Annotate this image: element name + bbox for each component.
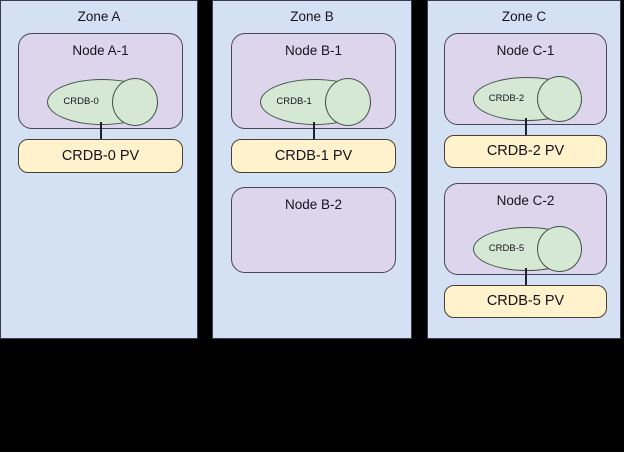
- crdb-5-pv-label: CRDB-5 PV: [486, 293, 565, 309]
- connector-node-a-1-to-crdb-0-pv: [100, 122, 102, 140]
- crdb-5-pv: CRDB-5 PV: [444, 285, 607, 318]
- crdb-0-pv: CRDB-0 PV: [18, 139, 183, 173]
- crdb-2-cylinder-label: CRDB-2: [488, 93, 525, 104]
- node-a-1-label: Node A-1: [72, 43, 129, 58]
- connector-node-b-1-to-crdb-1-pv: [313, 122, 315, 140]
- node-c-2-label: Node C-2: [496, 193, 555, 208]
- node-a-1: Node A-1 CRDB-0: [18, 33, 183, 129]
- node-b-2: Node B-2: [231, 187, 396, 273]
- crdb-1-cylinder: CRDB-1: [260, 78, 371, 126]
- crdb-5-cylinder: CRDB-5: [473, 226, 582, 272]
- crdb-2-pv-label: CRDB-2 PV: [486, 143, 565, 159]
- crdb-5-cylinder-label: CRDB-5: [488, 243, 525, 254]
- cylinder-cap: [536, 226, 582, 272]
- crdb-2-cylinder: CRDB-2: [473, 76, 582, 122]
- crdb-1-pv: CRDB-1 PV: [231, 139, 396, 173]
- zone-c-container: Zone C Node C-1 CRDB-2 CRDB-2 PV Node C-…: [427, 0, 621, 339]
- zone-a-label: Zone A: [77, 9, 121, 24]
- zone-c-label: Zone C: [501, 9, 547, 24]
- crdb-0-cylinder-label: CRDB-0: [63, 96, 99, 107]
- connector-node-c-1-to-crdb-2-pv: [525, 118, 527, 135]
- crdb-1-cylinder-label: CRDB-1: [276, 96, 312, 107]
- crdb-1-pv-label: CRDB-1 PV: [274, 147, 353, 164]
- zone-a-container: Zone A Node A-1 CRDB-0 CRDB-0 PV: [0, 0, 198, 339]
- node-b-1: Node B-1 CRDB-1: [231, 33, 396, 129]
- cylinder-cap: [324, 78, 371, 126]
- connector-node-c-2-to-crdb-5-pv: [525, 268, 527, 285]
- node-c-1: Node C-1 CRDB-2: [444, 33, 607, 125]
- crdb-0-pv-label: CRDB-0 PV: [61, 147, 140, 164]
- node-c-2: Node C-2 CRDB-5: [444, 183, 607, 275]
- cylinder-cap: [111, 78, 158, 126]
- zone-b-container: Zone B Node B-1 CRDB-1 CRDB-1 PV Node B-…: [212, 0, 412, 339]
- crdb-2-pv: CRDB-2 PV: [444, 135, 607, 168]
- zone-b-label: Zone B: [290, 9, 334, 24]
- node-b-1-label: Node B-1: [284, 43, 343, 58]
- node-c-1-label: Node C-1: [496, 43, 555, 58]
- cylinder-cap: [536, 76, 582, 122]
- crdb-0-cylinder: CRDB-0: [47, 78, 158, 126]
- node-b-2-label: Node B-2: [284, 197, 343, 212]
